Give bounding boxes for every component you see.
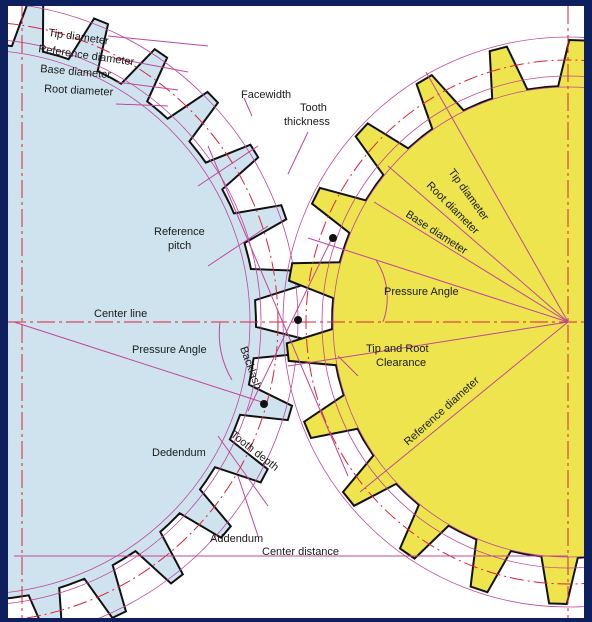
left-base-circle (8, 40, 262, 604)
addendum-label: Addendum (210, 533, 263, 545)
contact-point-lower (260, 400, 268, 408)
tip-root-clearance-line2: Clearance (376, 357, 426, 369)
gear-mesh-diagram: Tip diameter Reference diameter Base dia… (8, 6, 584, 618)
tip-root-clearance-line1: Tip and Root (366, 343, 429, 355)
left-leader-lines (14, 35, 568, 557)
tooth-thickness-line2: thickness (284, 116, 330, 128)
pressure-angle-right-label: Pressure Angle (384, 286, 459, 298)
pressure-angle-left-label: Pressure Angle (132, 344, 207, 356)
left-root-diameter-label: Root diameter (44, 83, 114, 99)
center-line-label: Center line (94, 308, 147, 320)
line-of-action (13, 145, 388, 477)
right-dimension-lines (287, 71, 569, 493)
diagram-frame: Tip diameter Reference diameter Base dia… (8, 6, 584, 618)
tooth-thickness-line1: Tooth (300, 102, 327, 114)
left-gear-body (8, 6, 304, 618)
center-distance-label: Center distance (262, 546, 339, 558)
reference-pitch-line1: Reference (154, 226, 205, 238)
contact-point-upper (329, 234, 337, 242)
reference-pitch-line2: pitch (168, 240, 191, 252)
dedendum-label: Dedendum (152, 447, 206, 459)
facewidth-label: Facewidth (241, 89, 291, 101)
pitch-point (294, 316, 302, 324)
right-gear-body (285, 38, 584, 606)
